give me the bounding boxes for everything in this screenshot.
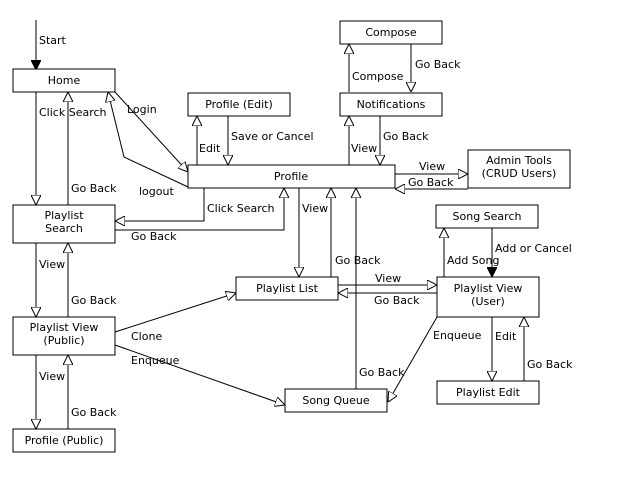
label-enqueue-user: Enqueue: [433, 329, 482, 342]
node-playlist-view-public-label-1: Playlist View: [30, 321, 99, 334]
label-enqueue-public: Enqueue: [131, 354, 180, 367]
edge-logout: [108, 92, 189, 188]
node-compose-label: Compose: [365, 26, 417, 39]
node-playlist-view-user: Playlist View (User): [436, 276, 540, 318]
label-go-back-profile-public: Go Back: [71, 406, 117, 419]
label-go-back-home: Go Back: [71, 182, 117, 195]
node-profile-public: Profile (Public): [12, 428, 116, 453]
label-edit-playlist: Edit: [495, 330, 517, 343]
label-logout: logout: [139, 185, 174, 198]
node-song-queue-label: Song Queue: [302, 394, 370, 407]
edge-labels: Start Click Search Login logout Go Back …: [39, 34, 573, 419]
node-home-label: Home: [48, 74, 81, 87]
label-start: Start: [39, 34, 67, 47]
edge-enqueue-user: [388, 316, 438, 402]
node-profile-edit: Profile (Edit): [187, 92, 291, 117]
node-playlist-edit: Playlist Edit: [436, 380, 540, 405]
node-profile: Profile: [187, 164, 396, 189]
edge-go-back-playlist-search: [115, 188, 284, 231]
label-go-back-song-queue: Go Back: [359, 366, 405, 379]
node-playlist-view-user-label-2: (User): [471, 295, 505, 308]
label-compose: Compose: [352, 70, 404, 83]
edge-clone: [114, 293, 236, 333]
label-clone: Clone: [131, 330, 162, 343]
label-go-back-admin: Go Back: [408, 176, 454, 189]
node-playlist-search: Playlist Search: [12, 204, 116, 244]
node-home: Home: [12, 68, 116, 93]
node-playlist-view-public-label-2: (Public): [43, 334, 84, 347]
label-go-back-playlist-search: Go Back: [131, 230, 177, 243]
label-view-playlist-list: View: [302, 202, 328, 215]
label-go-back-user-playlist: Go Back: [374, 294, 420, 307]
label-view-user-playlist: View: [375, 272, 401, 285]
node-notifications: Notifications: [339, 92, 443, 117]
label-go-back-playlist-list: Go Back: [335, 254, 381, 267]
edge-enqueue-public: [114, 344, 285, 405]
label-save-or-cancel: Save or Cancel: [231, 130, 314, 143]
edges: [36, 20, 524, 429]
label-go-back-compose: Go Back: [415, 58, 461, 71]
node-playlist-search-label-1: Playlist: [44, 209, 84, 222]
node-playlist-search-label-2: Search: [45, 222, 83, 235]
node-compose: Compose: [339, 20, 443, 45]
node-playlist-view-user-label-1: Playlist View: [454, 282, 523, 295]
node-song-search: Song Search: [435, 204, 539, 229]
label-view-public-playlist: View: [39, 258, 65, 271]
label-view-notifications: View: [351, 142, 377, 155]
label-click-search-profile: Click Search: [207, 202, 275, 215]
node-admin-tools-label-2: (CRUD Users): [482, 167, 557, 180]
label-click-search-home: Click Search: [39, 106, 107, 119]
edge-login: [114, 91, 188, 172]
label-go-back-playlist-edit: Go Back: [527, 358, 573, 371]
label-go-back-notifications: Go Back: [383, 130, 429, 143]
node-song-queue: Song Queue: [284, 388, 388, 413]
label-add-song: Add Song: [447, 254, 499, 267]
node-playlist-view-public: Playlist View (Public): [12, 316, 116, 356]
node-song-search-label: Song Search: [453, 210, 522, 223]
node-profile-edit-label: Profile (Edit): [205, 98, 273, 111]
label-add-or-cancel: Add or Cancel: [495, 242, 572, 255]
node-notifications-label: Notifications: [357, 98, 426, 111]
node-profile-label: Profile: [274, 170, 308, 183]
node-profile-public-label: Profile (Public): [25, 434, 104, 447]
edge-click-search-profile: [115, 188, 205, 221]
label-view-profile-public: View: [39, 370, 65, 383]
label-edit-profile: Edit: [199, 142, 221, 155]
nodes: Home Profile (Edit) Compose Notification…: [12, 20, 571, 453]
label-go-back-public-playlist: Go Back: [71, 294, 117, 307]
node-playlist-list-label: Playlist List: [256, 282, 319, 295]
label-view-admin: View: [419, 160, 445, 173]
node-playlist-list: Playlist List: [235, 276, 339, 301]
node-playlist-edit-label: Playlist Edit: [456, 386, 521, 399]
node-admin-tools: Admin Tools (CRUD Users): [467, 149, 571, 189]
label-login: Login: [127, 103, 157, 116]
node-admin-tools-label-1: Admin Tools: [486, 154, 552, 167]
